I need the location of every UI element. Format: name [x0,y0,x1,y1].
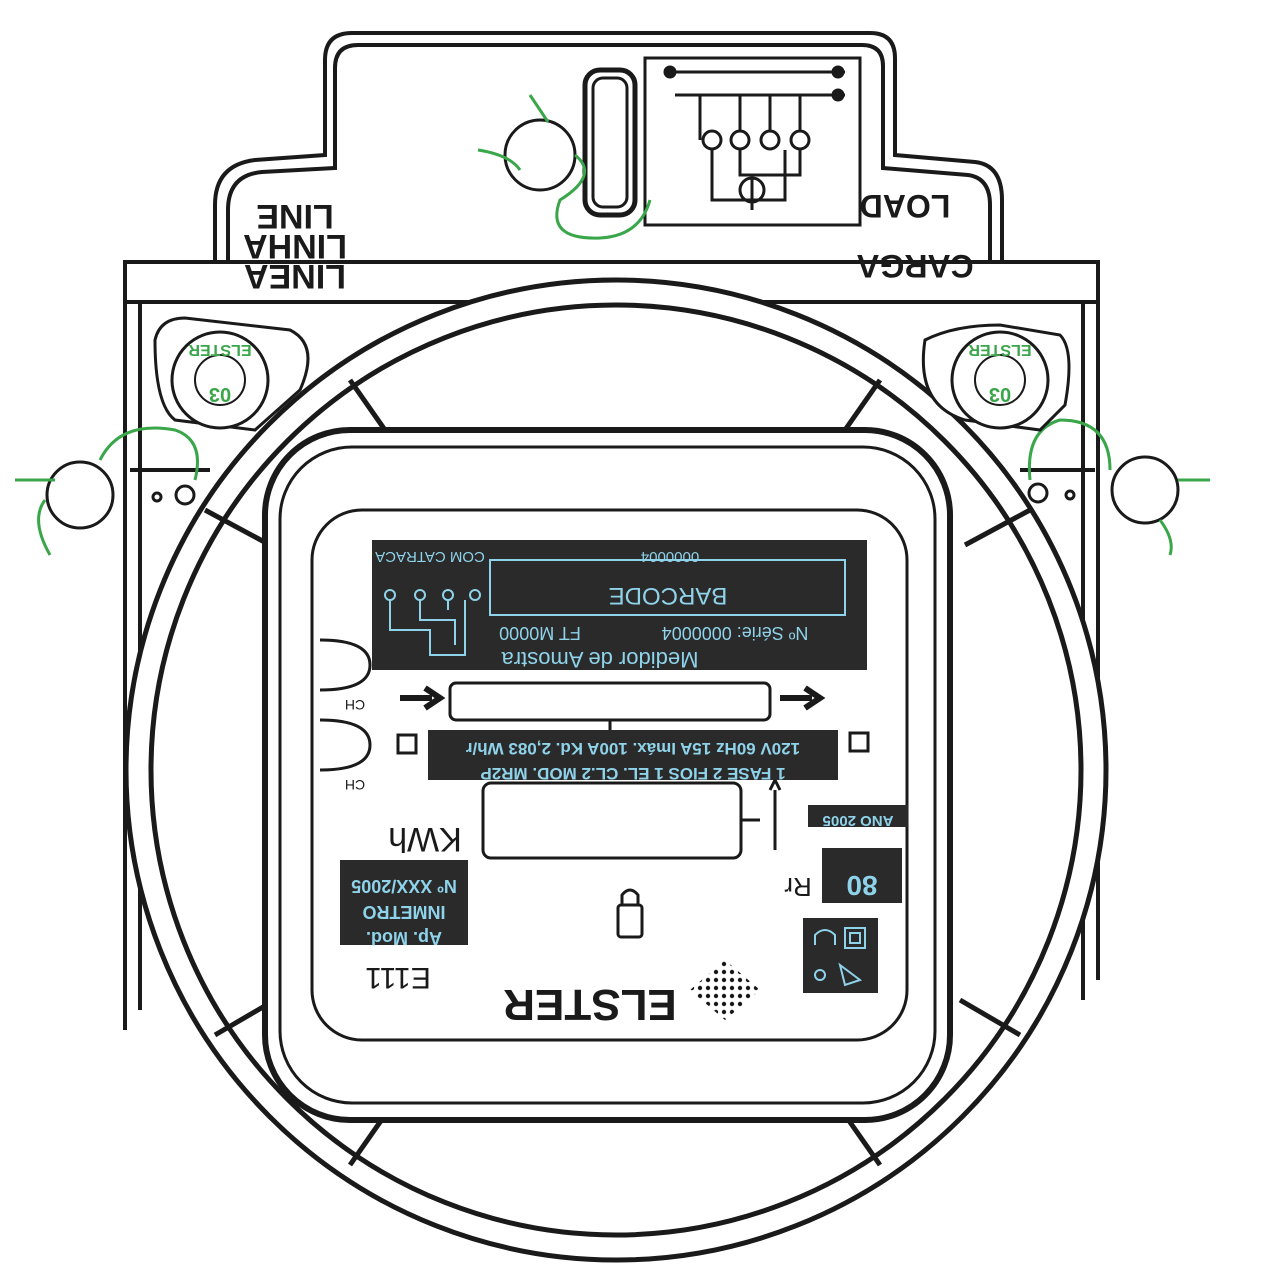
ch-label-2: CH [345,777,365,793]
load-label-2: CARGA [856,248,973,284]
rr-label: Rr [784,872,812,902]
approval-line-1: Nº XXX/2005 [351,876,457,896]
nameplate-text: COM CATRACA 0000004 BARCODE FT M0000 Nº … [351,548,893,948]
left-seal-dial [153,316,310,432]
elster-logo-icon [690,960,760,1020]
year-label: ANO 2005 [823,812,894,829]
right-seal-code: 03 [989,383,1011,405]
left-seal-code: 03 [209,383,231,405]
register-window [319,638,870,860]
approval-line-2: INMETRO [363,902,446,922]
right-seal [1027,418,1210,556]
serie-label: Nº Série: 0000004 [662,623,809,643]
com-catraca: COM CATRACA [375,548,485,565]
load-label-1: LOAD [860,188,951,224]
line-labels: LINE LINHA LINEA [243,197,347,295]
rating-line-1: 120V 60Hz 15A Imáx. 100A Kd. 2,083 Wh/r [466,739,801,758]
padlock-icon [616,888,644,939]
nameplate-header [372,540,867,670]
terminal-block [582,56,862,227]
right-seal-letters: ELSTER [968,341,1032,358]
line-label-3: LINEA [244,257,346,295]
brand-label: ELSTER [503,980,677,1029]
top-seal [477,94,652,240]
left-seal [15,426,199,556]
dark-labels: KWh Rr E111 ELSTER CH CH [345,697,812,1029]
rating-line-2: 1 FASE 2 FIOS 1 EL. CL.2 MOD. MR2P [480,764,785,783]
load-labels: LOAD CARGA [856,188,973,284]
ch-label-1: CH [345,697,365,713]
terminal-housing [213,31,1004,275]
line-label-1: LINE [256,197,333,235]
left-seal-letters: ELSTER [188,341,252,358]
serial-top: 0000004 [641,548,699,565]
seal-codes: 03 03 ELSTER ELSTER [188,341,1032,405]
rr-value: 80 [846,870,877,901]
barcode-label: BARCODE [609,582,728,609]
unit-label: KWh [388,820,462,858]
right-seal-dial [921,323,1071,432]
approval-line-3: Ap. Mod. [366,928,442,948]
mounting-holes [151,482,1076,506]
rating-bars [340,730,908,993]
model-label: E111 [365,961,431,994]
ft-label: FT M0000 [499,623,581,643]
nameplate-title: Medidor de Amostra [501,647,699,672]
line-label-2: LINHA [243,227,347,265]
approval-symbols [814,927,866,987]
